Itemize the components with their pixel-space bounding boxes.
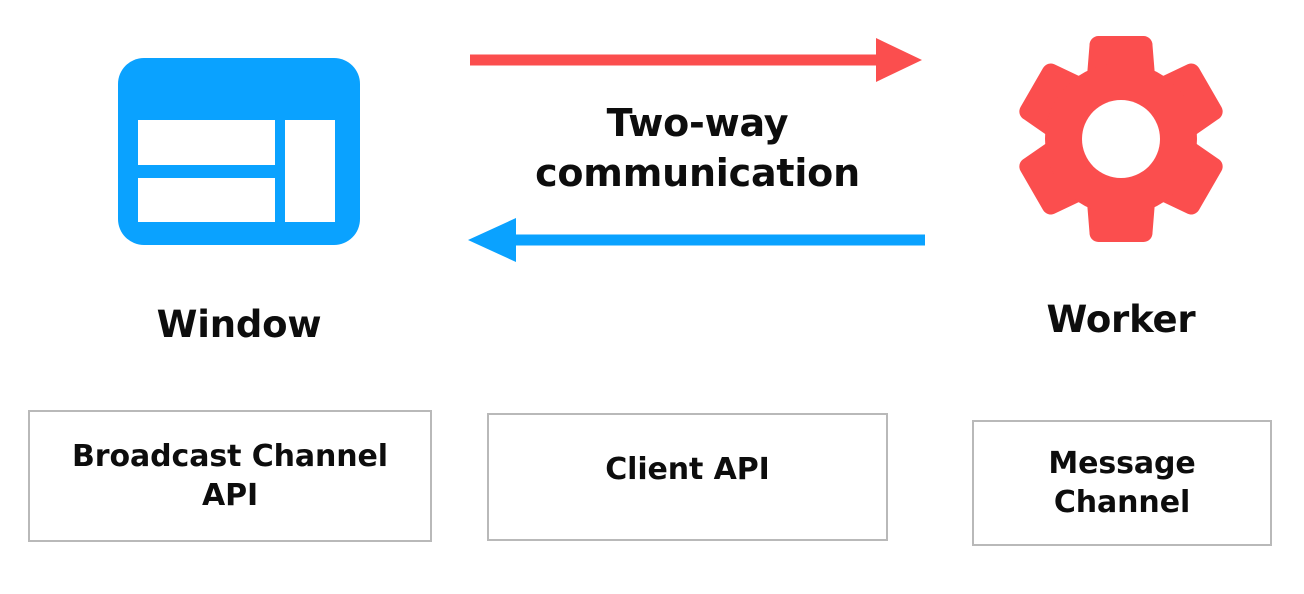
api-box-broadcast-channel-label: Broadcast Channel API: [72, 437, 388, 515]
api-box-client-api: Client API: [487, 413, 888, 541]
caption-window: Window: [156, 303, 322, 346]
api-box-message-channel-label: Message Channel: [1048, 444, 1195, 522]
api-box-message-channel-line1: Message: [1048, 446, 1196, 481]
api-box-client-api-line1: Client API: [605, 451, 770, 487]
api-box-broadcast-channel: Broadcast Channel API: [28, 410, 432, 542]
window-panel-right: [285, 120, 335, 222]
arrow-worker-to-window: [468, 218, 925, 262]
connection-label: Two-way communication: [470, 98, 925, 198]
connection-label-line2: communication: [535, 151, 860, 196]
api-box-message-channel-line2: Channel: [1053, 485, 1191, 520]
gear-icon: [1014, 30, 1228, 248]
api-box-client-api-label: Client API: [605, 450, 770, 489]
api-box-broadcast-channel-line2: API: [201, 478, 259, 513]
connection-label-line1: Two-way: [606, 101, 789, 145]
window-panel-top-left: [138, 120, 275, 165]
window-panel-bottom-left: [138, 178, 275, 222]
browser-window-icon: [118, 58, 360, 245]
caption-worker: Worker: [1046, 298, 1196, 341]
arrow-window-to-worker: [470, 38, 922, 82]
api-box-message-channel: Message Channel: [972, 420, 1272, 546]
api-box-broadcast-channel-line1: Broadcast Channel: [72, 439, 388, 474]
